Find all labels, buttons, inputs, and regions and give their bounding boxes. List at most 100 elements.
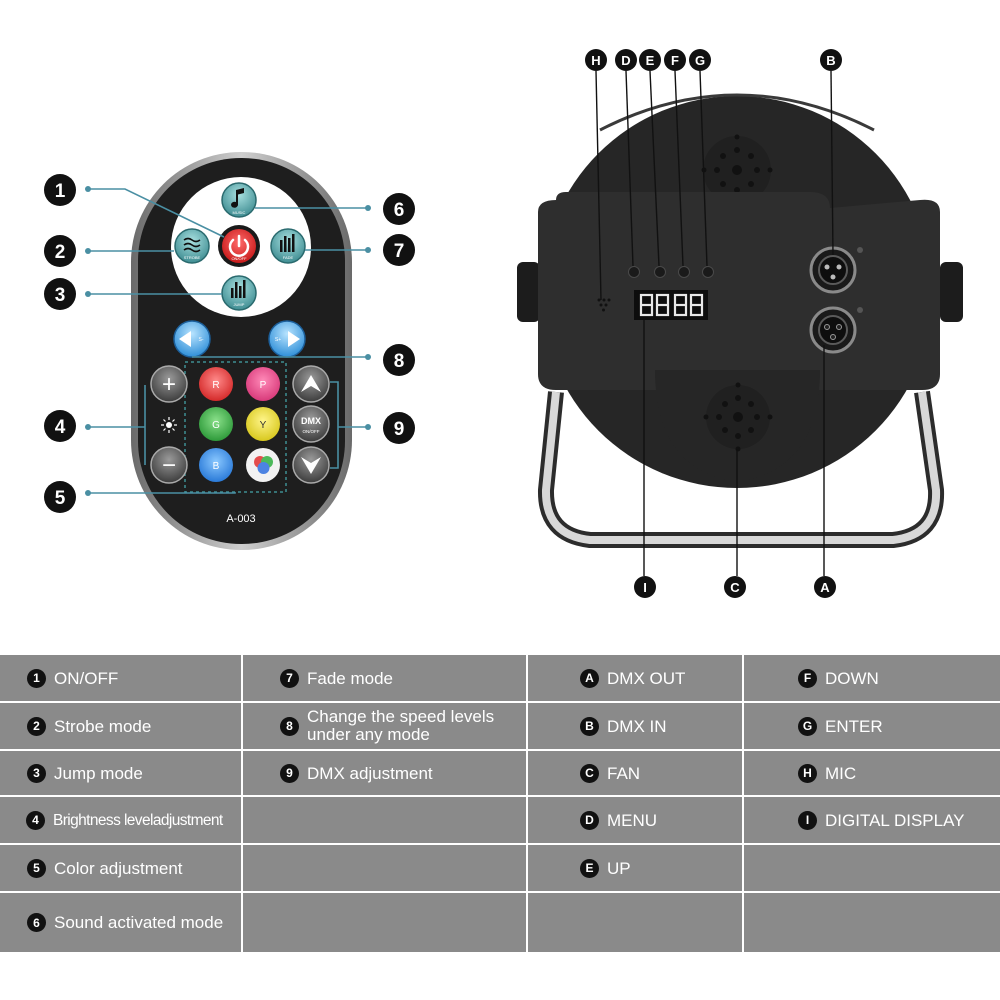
color-button-blue[interactable]: B [199,448,233,482]
fade-button[interactable]: FADE [270,228,306,264]
menu-button[interactable] [628,266,640,278]
legend-item-2: 2 Strobe mode [0,703,241,749]
blue-label: B [213,461,220,472]
speed-up-button[interactable]: S+ [268,320,306,358]
rgb-circles-icon [254,456,273,474]
music-note-icon [231,188,244,208]
arrow-up-icon [301,375,321,392]
speed-down-label: S- [199,337,204,343]
legend-label: Color adjustment [54,858,183,878]
down-button[interactable] [678,266,690,278]
callout-badge-F: F [664,49,686,71]
legend-label: ON/OFF [54,668,119,688]
legend-marker: 9 [280,763,299,783]
legend-label: Strobe mode [54,716,152,736]
callout-badge-H: H [585,49,607,71]
legend-empty-cell [528,893,742,952]
minus-label: − [162,452,176,479]
bracket-knob-left [517,262,540,322]
legend-label: FAN [607,763,641,783]
yellow-label: Y [260,420,267,431]
dmx-button[interactable]: DMX ON/OFF [292,405,330,443]
color-button-rgb[interactable] [246,448,280,482]
svg-text:6: 6 [394,200,405,221]
color-button-pink[interactable]: P [246,367,280,401]
legend-marker: E [580,858,599,878]
digital-display [634,290,708,320]
mounting-bracket-highlight [541,391,941,544]
bracket-knob-right [940,262,963,322]
legend-item-D: D MENU [528,797,742,843]
arrow-down-icon [301,457,321,474]
wave-icon [183,237,201,253]
down-arrow-button[interactable] [292,446,330,484]
par-light [517,93,963,548]
legend-marker: 4 [26,810,45,830]
callout-badge-1: 1 [44,174,76,206]
callout-badge-9: 9 [383,412,415,444]
legend-marker: 8 [280,716,299,736]
remote-model-label: A-003 [226,513,255,525]
remote-leader-lines [85,186,371,496]
music-button[interactable]: MUSIC [221,182,257,218]
back-panel [538,192,940,390]
light-callout-badges: H D E F G B I C A [585,49,842,598]
callout-badge-3: 3 [44,278,76,310]
green-label: G [212,420,220,431]
callout-badge-6: 6 [383,193,415,225]
dmx-label: DMX [301,416,321,426]
svg-text:B: B [826,53,835,68]
legend-marker: 2 [27,716,46,736]
callout-badge-G: G [689,49,711,71]
callout-badge-8: 8 [383,344,415,376]
callout-badge-C: C [724,576,746,598]
legend-label: Brightness leveladjustment [53,811,223,829]
panel-buttons [628,266,714,278]
legend-marker: I [798,810,817,830]
jump-bars-icon [231,280,246,298]
svg-text:7: 7 [394,241,405,262]
callout-badge-2: 2 [44,235,76,267]
brightness-minus-button[interactable]: − [150,446,188,484]
power-button[interactable]: ON/OFF [218,225,260,267]
callout-badge-7: 7 [383,234,415,266]
legend-marker: G [798,716,817,736]
speed-down-button[interactable]: S- [173,320,211,358]
svg-text:8: 8 [394,351,405,372]
mic-icon [597,298,611,312]
svg-text:G: G [695,53,705,68]
legend-marker: H [798,763,817,783]
svg-text:3: 3 [55,285,66,306]
legend-label: Sound activated mode [54,913,224,932]
legend-marker: D [580,810,599,830]
strobe-button[interactable]: STROBE [174,228,210,264]
svg-text:5: 5 [55,488,66,509]
up-button[interactable] [654,266,666,278]
light-leader-lines [595,70,834,576]
legend-label: MENU [607,810,658,830]
jump-button[interactable]: JUMP [221,275,257,311]
callout-badge-B: B [820,49,842,71]
up-arrow-button[interactable] [292,365,330,403]
svg-text:D: D [621,53,630,68]
jump-button-label: JUMP [234,302,245,307]
legend-empty-cell [243,797,526,843]
legend-label: DMX OUT [607,668,686,688]
enter-button[interactable] [702,266,714,278]
dmx-out-connector [809,306,863,354]
product-diagram: MUSIC ON/OFF STROBE FADE [44,49,963,598]
callout-badge-E: E [639,49,661,71]
brightness-plus-button[interactable]: + [150,365,188,403]
legend-label: Jump mode [54,763,143,783]
color-button-red[interactable]: R [199,367,233,401]
color-button-yellow[interactable]: Y [246,407,280,441]
svg-text:4: 4 [55,417,66,438]
color-button-green[interactable]: G [199,407,233,441]
legend-empty-cell [243,893,526,952]
dmx-sub-label: ON/OFF [303,429,320,434]
